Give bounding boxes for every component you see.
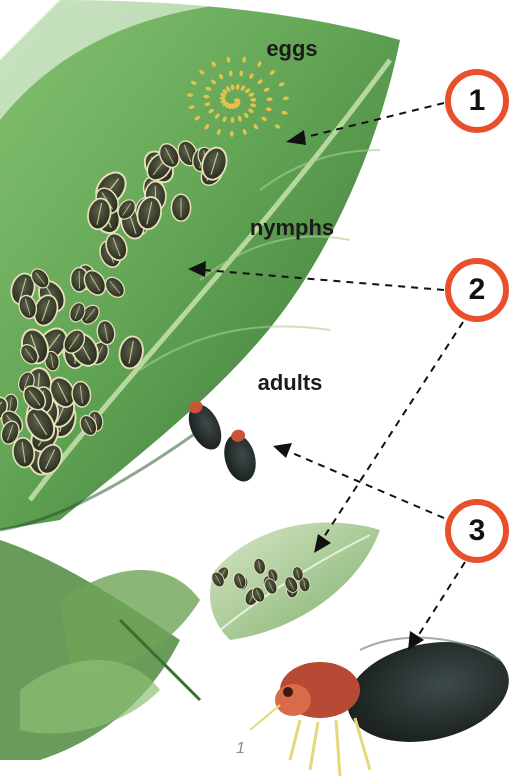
step-circle-2: 2 [445,258,509,322]
label-nymphs: nymphs [250,215,334,241]
step-circle-3: 3 [445,499,509,563]
arrow-2-to-leaf-cluster [314,322,463,553]
label-adults: adults [258,370,323,396]
arrow-3-to-closeup [408,562,465,650]
adult-closeup [250,628,518,776]
arrow-3-to-adults [273,443,444,518]
lower-foliage [0,540,200,760]
page-number: 1 [236,740,245,758]
label-eggs: eggs [266,36,317,62]
adult-insects [180,396,260,485]
step-circle-1: 1 [445,69,509,133]
